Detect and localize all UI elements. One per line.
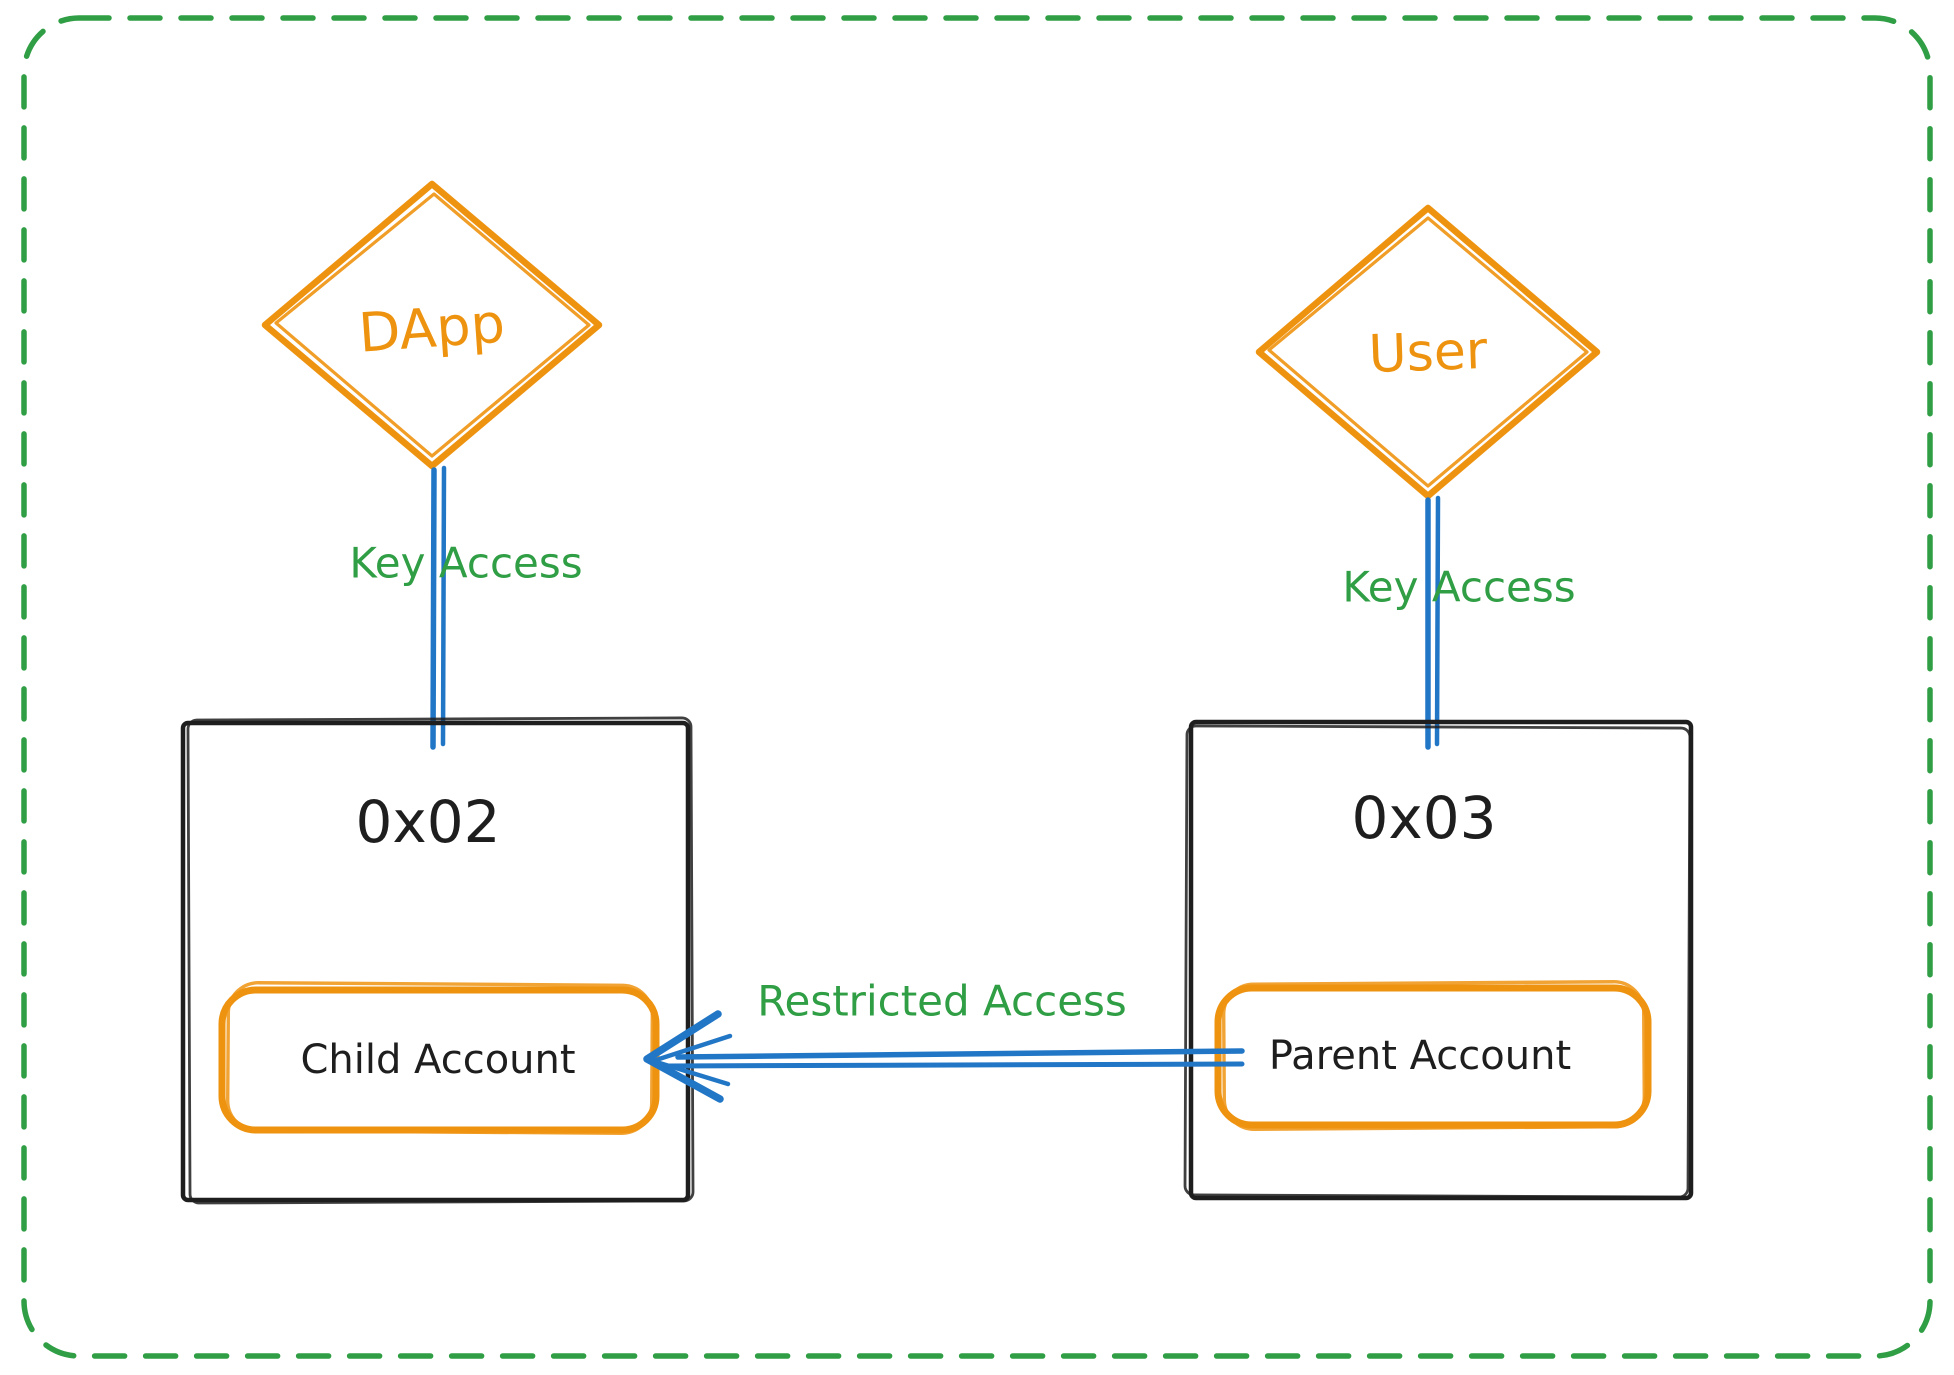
- dapp-diamond: DApp: [261, 180, 603, 470]
- restricted-access-arrow: [643, 1010, 1245, 1103]
- user-key-access-label: Key Access: [1342, 563, 1575, 612]
- dapp-key-access-connector: [430, 465, 447, 750]
- user-key-access-connector: [1425, 495, 1441, 750]
- dapp-key-access-label: Key Access: [349, 539, 582, 588]
- dapp-label: DApp: [357, 292, 507, 365]
- parent-account-pill: Parent Account: [1214, 980, 1652, 1131]
- dashed-frame-border: [21, 15, 1933, 1359]
- parent-account-label: Parent Account: [1269, 1033, 1571, 1079]
- user-diamond: User: [1255, 204, 1601, 500]
- box-0x02-title: 0x02: [355, 788, 500, 856]
- restricted-access-label: Restricted Access: [757, 977, 1127, 1026]
- child-account-pill: Child Account: [218, 981, 660, 1135]
- account-box-0x02: 0x02 Child Account: [180, 716, 695, 1205]
- child-account-label: Child Account: [300, 1037, 575, 1083]
- box-0x03-title: 0x03: [1351, 784, 1496, 852]
- user-label: User: [1368, 321, 1489, 385]
- account-box-0x03: 0x03 Parent Account: [1183, 719, 1694, 1201]
